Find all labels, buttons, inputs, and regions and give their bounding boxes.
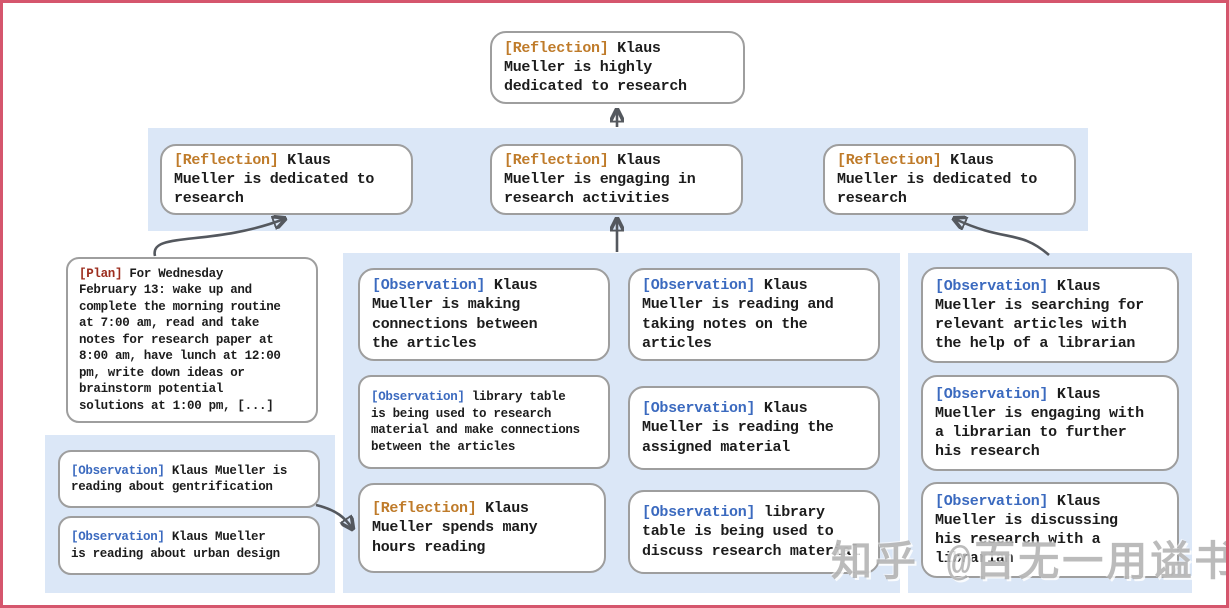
reflection-label: [Reflection] (504, 39, 609, 57)
node-observation-connections: [Observation] Klaus Mueller is making co… (358, 268, 610, 361)
reflection-label: [Reflection] (174, 151, 279, 169)
node-content: [Reflection] Klaus Mueller is dedicated … (837, 151, 1062, 209)
node-reflection-left: [Reflection] Klaus Mueller is dedicated … (160, 144, 413, 215)
observation-label: [Observation] (371, 390, 465, 404)
observation-label: [Observation] (71, 463, 165, 478)
node-text: Klaus Mueller is dedicated to research (837, 151, 1038, 208)
node-content: [Observation] Klaus Mueller is making co… (372, 276, 596, 353)
node-content: [Observation] Klaus Mueller is searching… (935, 277, 1165, 354)
node-text: Klaus Mueller is engaging with a librari… (935, 385, 1144, 461)
node-content: [Observation] library table is being use… (371, 389, 597, 455)
node-content: [Observation] Klaus Mueller is engaging … (935, 385, 1165, 462)
node-content: [Observation] Klaus Mueller is reading a… (71, 463, 307, 496)
zhihu-watermark: 知乎 @百无一用谥书生 (831, 542, 1226, 588)
node-observation-assigned-material: [Observation] Klaus Mueller is reading t… (628, 386, 880, 470)
node-content: [Plan] For Wednesday February 13: wake u… (79, 266, 305, 415)
node-text: Klaus Mueller is reading about gentrific… (71, 463, 288, 495)
observation-label: [Observation] (642, 400, 756, 418)
node-text: Klaus Mueller is dedicated to research (174, 151, 375, 208)
node-content: [Reflection] Klaus Mueller is highly ded… (504, 39, 731, 97)
node-observation-library-discuss: [Observation] library table is being use… (628, 490, 880, 574)
node-content: [Reflection] Klaus Mueller spends many h… (372, 499, 592, 557)
node-text: Klaus Mueller is engaging in research ac… (504, 151, 696, 208)
node-text: Klaus Mueller is reading the assigned ma… (642, 400, 834, 456)
observation-label: [Observation] (71, 530, 165, 544)
node-plan: [Plan] For Wednesday February 13: wake u… (66, 257, 318, 423)
node-observation-library-research: [Observation] library table is being use… (358, 375, 610, 469)
node-text: library table is being used to discuss r… (642, 504, 860, 560)
node-text: library table is being used to research … (371, 390, 580, 454)
node-text: Klaus Mueller spends many hours reading (372, 500, 538, 556)
node-text: Klaus Mueller is reading about urban des… (71, 530, 280, 561)
node-content: [Reflection] Klaus Mueller is dedicated … (174, 151, 399, 209)
node-observation-searching-articles: [Observation] Klaus Mueller is searching… (921, 267, 1179, 363)
node-observation-urban-design: [Observation] Klaus Mueller is reading a… (58, 516, 320, 575)
node-reflection-right: [Reflection] Klaus Mueller is dedicated … (823, 144, 1076, 215)
node-observation-discussing-research: [Observation] Klaus Mueller is discussin… (921, 482, 1179, 578)
observation-label: [Observation] (372, 277, 486, 295)
node-reflection-middle: [Reflection] Klaus Mueller is engaging i… (490, 144, 743, 215)
node-observation-gentrification: [Observation] Klaus Mueller is reading a… (58, 450, 320, 508)
plan-label: [Plan] (79, 266, 123, 281)
node-text: Klaus Mueller is discussing his research… (935, 492, 1118, 568)
observation-label: [Observation] (935, 385, 1049, 403)
observation-label: [Observation] (642, 504, 756, 522)
node-text: Klaus Mueller is making connections betw… (372, 277, 538, 352)
reflection-label: [Reflection] (837, 151, 942, 169)
node-content: [Reflection] Klaus Mueller is engaging i… (504, 151, 729, 209)
node-observation-taking-notes: [Observation] Klaus Mueller is reading a… (628, 268, 880, 361)
node-text: Klaus Mueller is searching for relevant … (935, 277, 1144, 353)
node-content: [Observation] Klaus Mueller is reading a… (642, 276, 866, 353)
reflection-label: [Reflection] (372, 500, 477, 518)
node-reflection-root: [Reflection] Klaus Mueller is highly ded… (490, 31, 745, 104)
node-text: Klaus Mueller is highly dedicated to res… (504, 39, 687, 96)
observation-label: [Observation] (935, 492, 1049, 510)
node-text: Klaus Mueller is reading and taking note… (642, 277, 834, 352)
node-content: [Observation] library table is being use… (642, 503, 866, 561)
reflection-label: [Reflection] (504, 151, 609, 169)
observation-label: [Observation] (935, 277, 1049, 295)
node-text: For Wednesday February 13: wake up and c… (79, 266, 281, 413)
node-content: [Observation] Klaus Mueller is discussin… (935, 492, 1165, 569)
node-content: [Observation] Klaus Mueller is reading a… (71, 529, 307, 562)
observation-label: [Observation] (642, 277, 756, 295)
node-reflection-hours-reading: [Reflection] Klaus Mueller spends many h… (358, 483, 606, 573)
node-observation-engaging-librarian: [Observation] Klaus Mueller is engaging … (921, 375, 1179, 471)
node-content: [Observation] Klaus Mueller is reading t… (642, 399, 866, 457)
